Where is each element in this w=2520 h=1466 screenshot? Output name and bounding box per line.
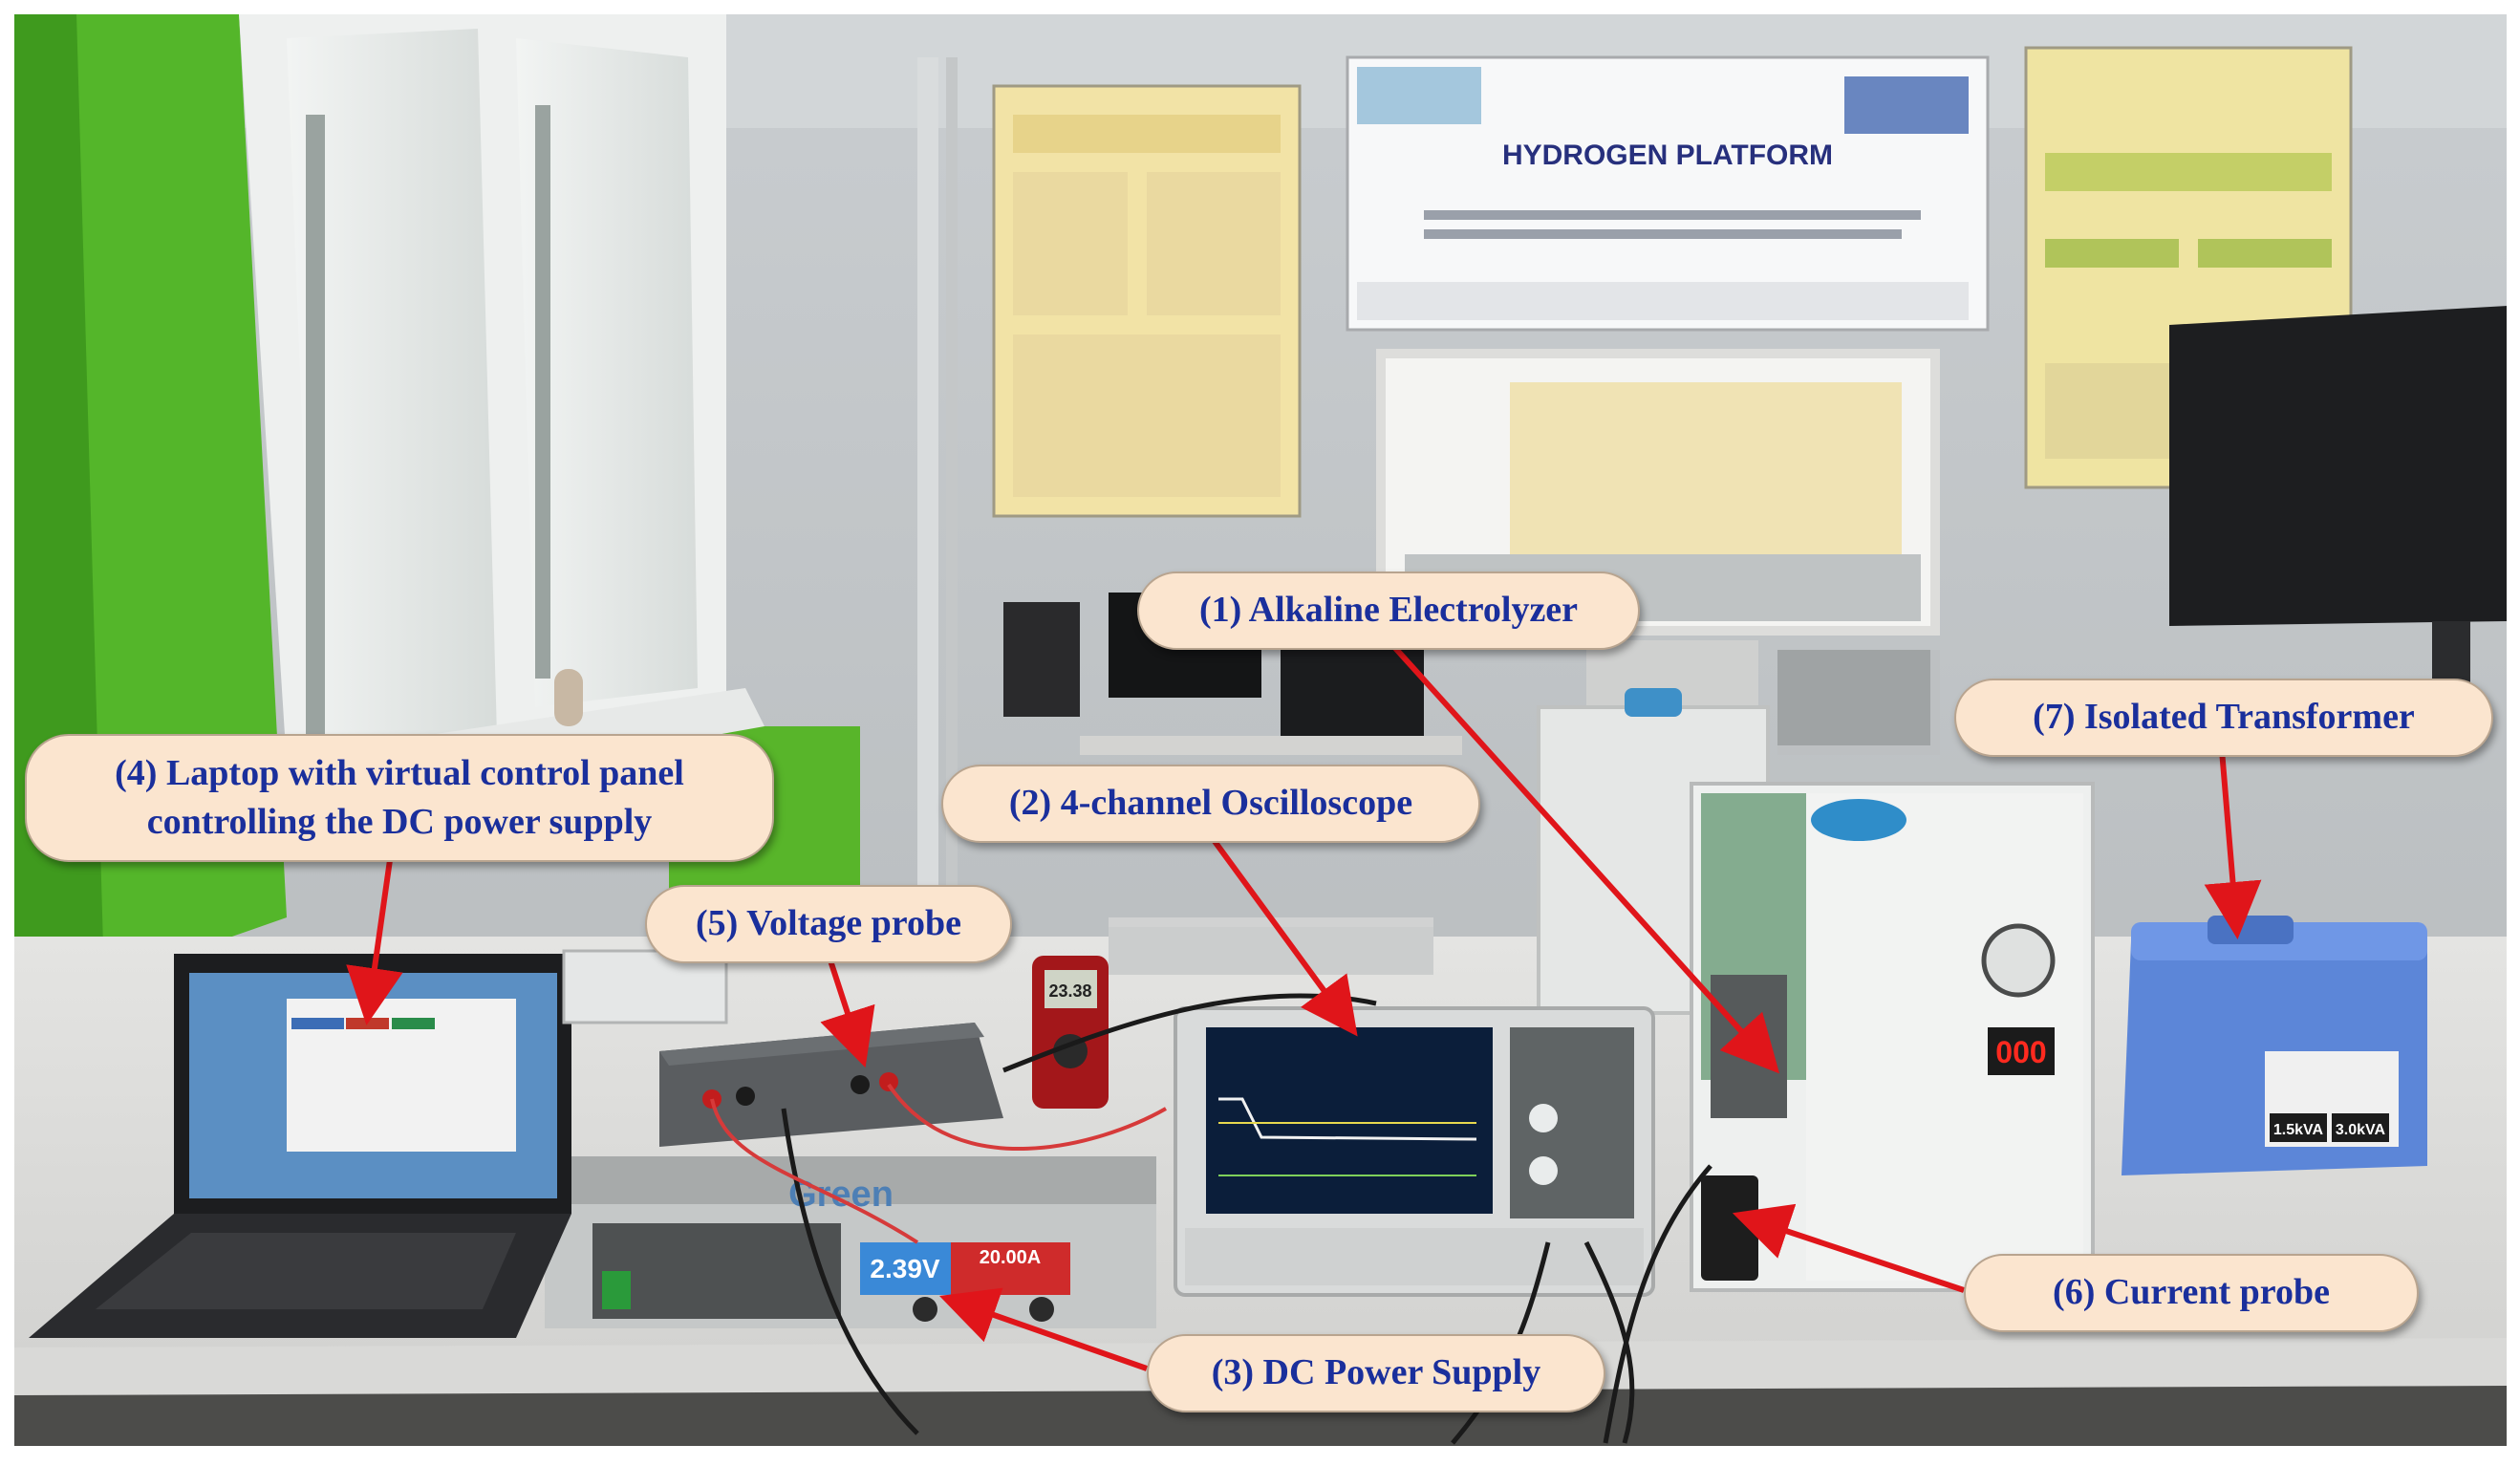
label-current-probe-text: (6) Current probe bbox=[2053, 1272, 2330, 1313]
label-alkaline-electrolyzer: (1) Alkaline Electrolyzer bbox=[1137, 571, 1640, 650]
psu-current: 20.00A bbox=[980, 1247, 1042, 1268]
poster-left bbox=[992, 84, 1302, 518]
isolated-transformer: 1.5kVA 3.0kVA bbox=[2122, 916, 2427, 1175]
label-current-probe: (6) Current probe bbox=[1964, 1254, 2419, 1332]
label-dc-power-supply: (3) DC Power Supply bbox=[1147, 1334, 1605, 1412]
poster-main: HYDROGEN PLATFORM bbox=[1346, 55, 1990, 332]
label-isolated-transformer-text: (7) Isolated Transformer bbox=[2033, 697, 2415, 738]
window bbox=[229, 13, 765, 822]
label-oscilloscope-text: (2) 4-channel Oscilloscope bbox=[1008, 783, 1413, 824]
gas-generator-display: 000 bbox=[1995, 1035, 2046, 1069]
label-voltage-probe-text: (5) Voltage probe bbox=[696, 903, 961, 944]
transformer-rating-1: 1.5kVA bbox=[2273, 1122, 2324, 1138]
multimeter-reading: 23.38 bbox=[1048, 981, 1091, 1001]
laptop bbox=[29, 954, 571, 1338]
callout-arrows bbox=[346, 635, 2262, 1371]
dc-power-supply: 2.39V 20.00A Green bbox=[545, 1156, 1156, 1328]
label-isolated-transformer: (7) Isolated Transformer bbox=[1954, 679, 2493, 757]
label-oscilloscope: (2) 4-channel Oscilloscope bbox=[941, 765, 1480, 843]
multimeter: 23.38 bbox=[1032, 956, 1109, 1109]
label-alkaline-electrolyzer-text: (1) Alkaline Electrolyzer bbox=[1198, 590, 1579, 631]
current-probe-clamp bbox=[1701, 1175, 1758, 1281]
label-dc-power-supply-text: (3) DC Power Supply bbox=[1211, 1352, 1541, 1393]
poster-title: HYDROGEN PLATFORM bbox=[1502, 140, 1833, 171]
label-laptop-line2: controlling the DC power supply bbox=[146, 802, 653, 842]
label-laptop-line1: (4) Laptop with virtual control panel bbox=[115, 752, 684, 793]
psu-voltage: 2.39V bbox=[870, 1254, 939, 1283]
transformer-rating-2: 3.0kVA bbox=[2336, 1122, 2386, 1138]
label-voltage-probe: (5) Voltage probe bbox=[645, 885, 1012, 963]
oscilloscope bbox=[1174, 1006, 1655, 1297]
label-laptop: (4) Laptop with virtual control panel co… bbox=[25, 734, 774, 862]
